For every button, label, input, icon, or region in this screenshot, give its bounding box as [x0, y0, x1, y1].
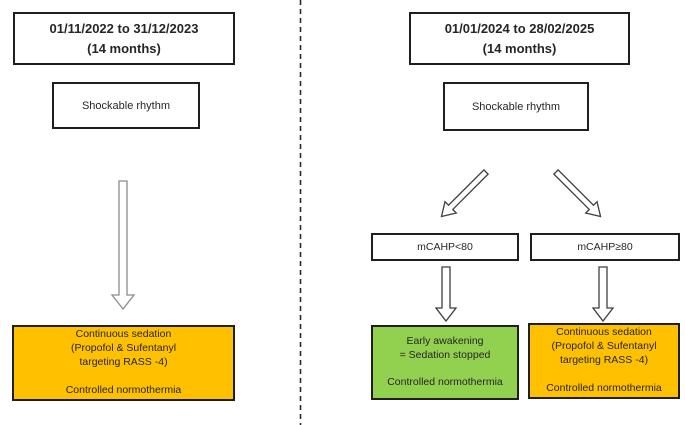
right-period-label: 01/01/2024 to 28/02/2025 (14 months): [444, 21, 595, 56]
mcahp-high-box: mCAHP≥80: [530, 233, 680, 261]
left-shockable-rhythm-label: Shockable rhythm: [81, 99, 171, 112]
mcahp-high-down-arrow: [591, 266, 615, 323]
mcahp-high-label: mCAHP≥80: [577, 241, 633, 253]
mcahp-low-down-arrow: [434, 266, 458, 323]
left-period-label: 01/11/2022 to 31/12/2023 (14 months): [49, 21, 199, 56]
left-flow-down-arrow: [110, 180, 136, 311]
branch-right-diagonal-arrow: [552, 168, 602, 218]
mcahp-low-label: mCAHP<80: [417, 241, 473, 253]
left-period-box: 01/11/2022 to 31/12/2023 (14 months): [13, 12, 235, 65]
left-sedation-outcome-box: Continuous sedation (Propofol & Sufentan…: [12, 325, 235, 401]
right-sedation-outcome-label: Continuous sedation (Propofol & Sufentan…: [546, 326, 662, 394]
early-awakening-outcome-box: Early awakening = Sedation stopped Contr…: [371, 325, 519, 400]
right-sedation-outcome-box: Continuous sedation (Propofol & Sufentan…: [528, 323, 680, 399]
early-awakening-outcome-label: Early awakening = Sedation stopped Contr…: [387, 334, 503, 389]
branch-left-diagonal-arrow: [440, 168, 490, 218]
right-shockable-rhythm-box: Shockable rhythm: [443, 82, 589, 131]
left-shockable-rhythm-box: Shockable rhythm: [52, 82, 200, 129]
mcahp-low-box: mCAHP<80: [371, 233, 519, 261]
left-sedation-outcome-label: Continuous sedation (Propofol & Sufentan…: [65, 328, 182, 396]
right-shockable-rhythm-label: Shockable rhythm: [471, 100, 561, 113]
right-period-box: 01/01/2024 to 28/02/2025 (14 months): [409, 12, 630, 65]
